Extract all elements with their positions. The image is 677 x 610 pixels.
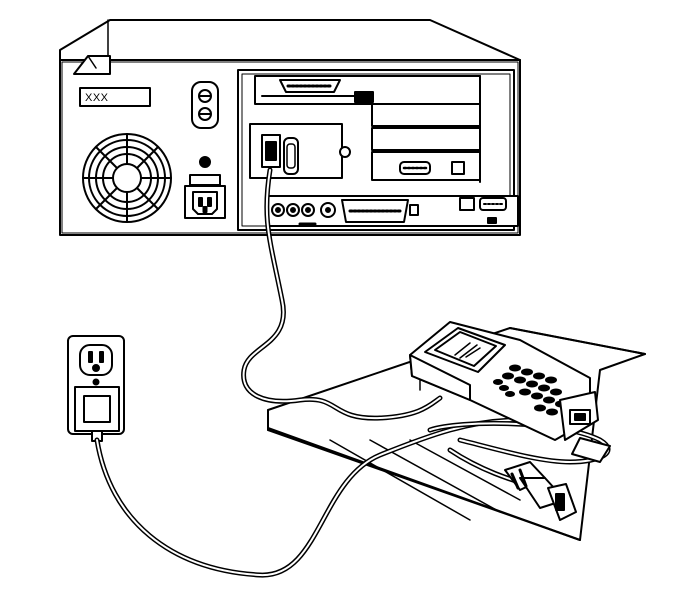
label-tab xyxy=(73,55,111,75)
power-button xyxy=(199,156,211,168)
cooling-fan xyxy=(82,133,172,223)
voltage-switch xyxy=(191,81,219,129)
dlc-connector xyxy=(504,461,577,521)
handheld-tester xyxy=(409,321,611,463)
computer-case: XXX xyxy=(59,19,521,236)
computer-label: XXX xyxy=(79,87,151,107)
power-inlet xyxy=(184,174,226,219)
keypad xyxy=(493,364,567,416)
rear-io-ports xyxy=(267,195,519,227)
computer-label-text: XXX xyxy=(85,92,109,104)
power-adapter xyxy=(74,386,120,442)
